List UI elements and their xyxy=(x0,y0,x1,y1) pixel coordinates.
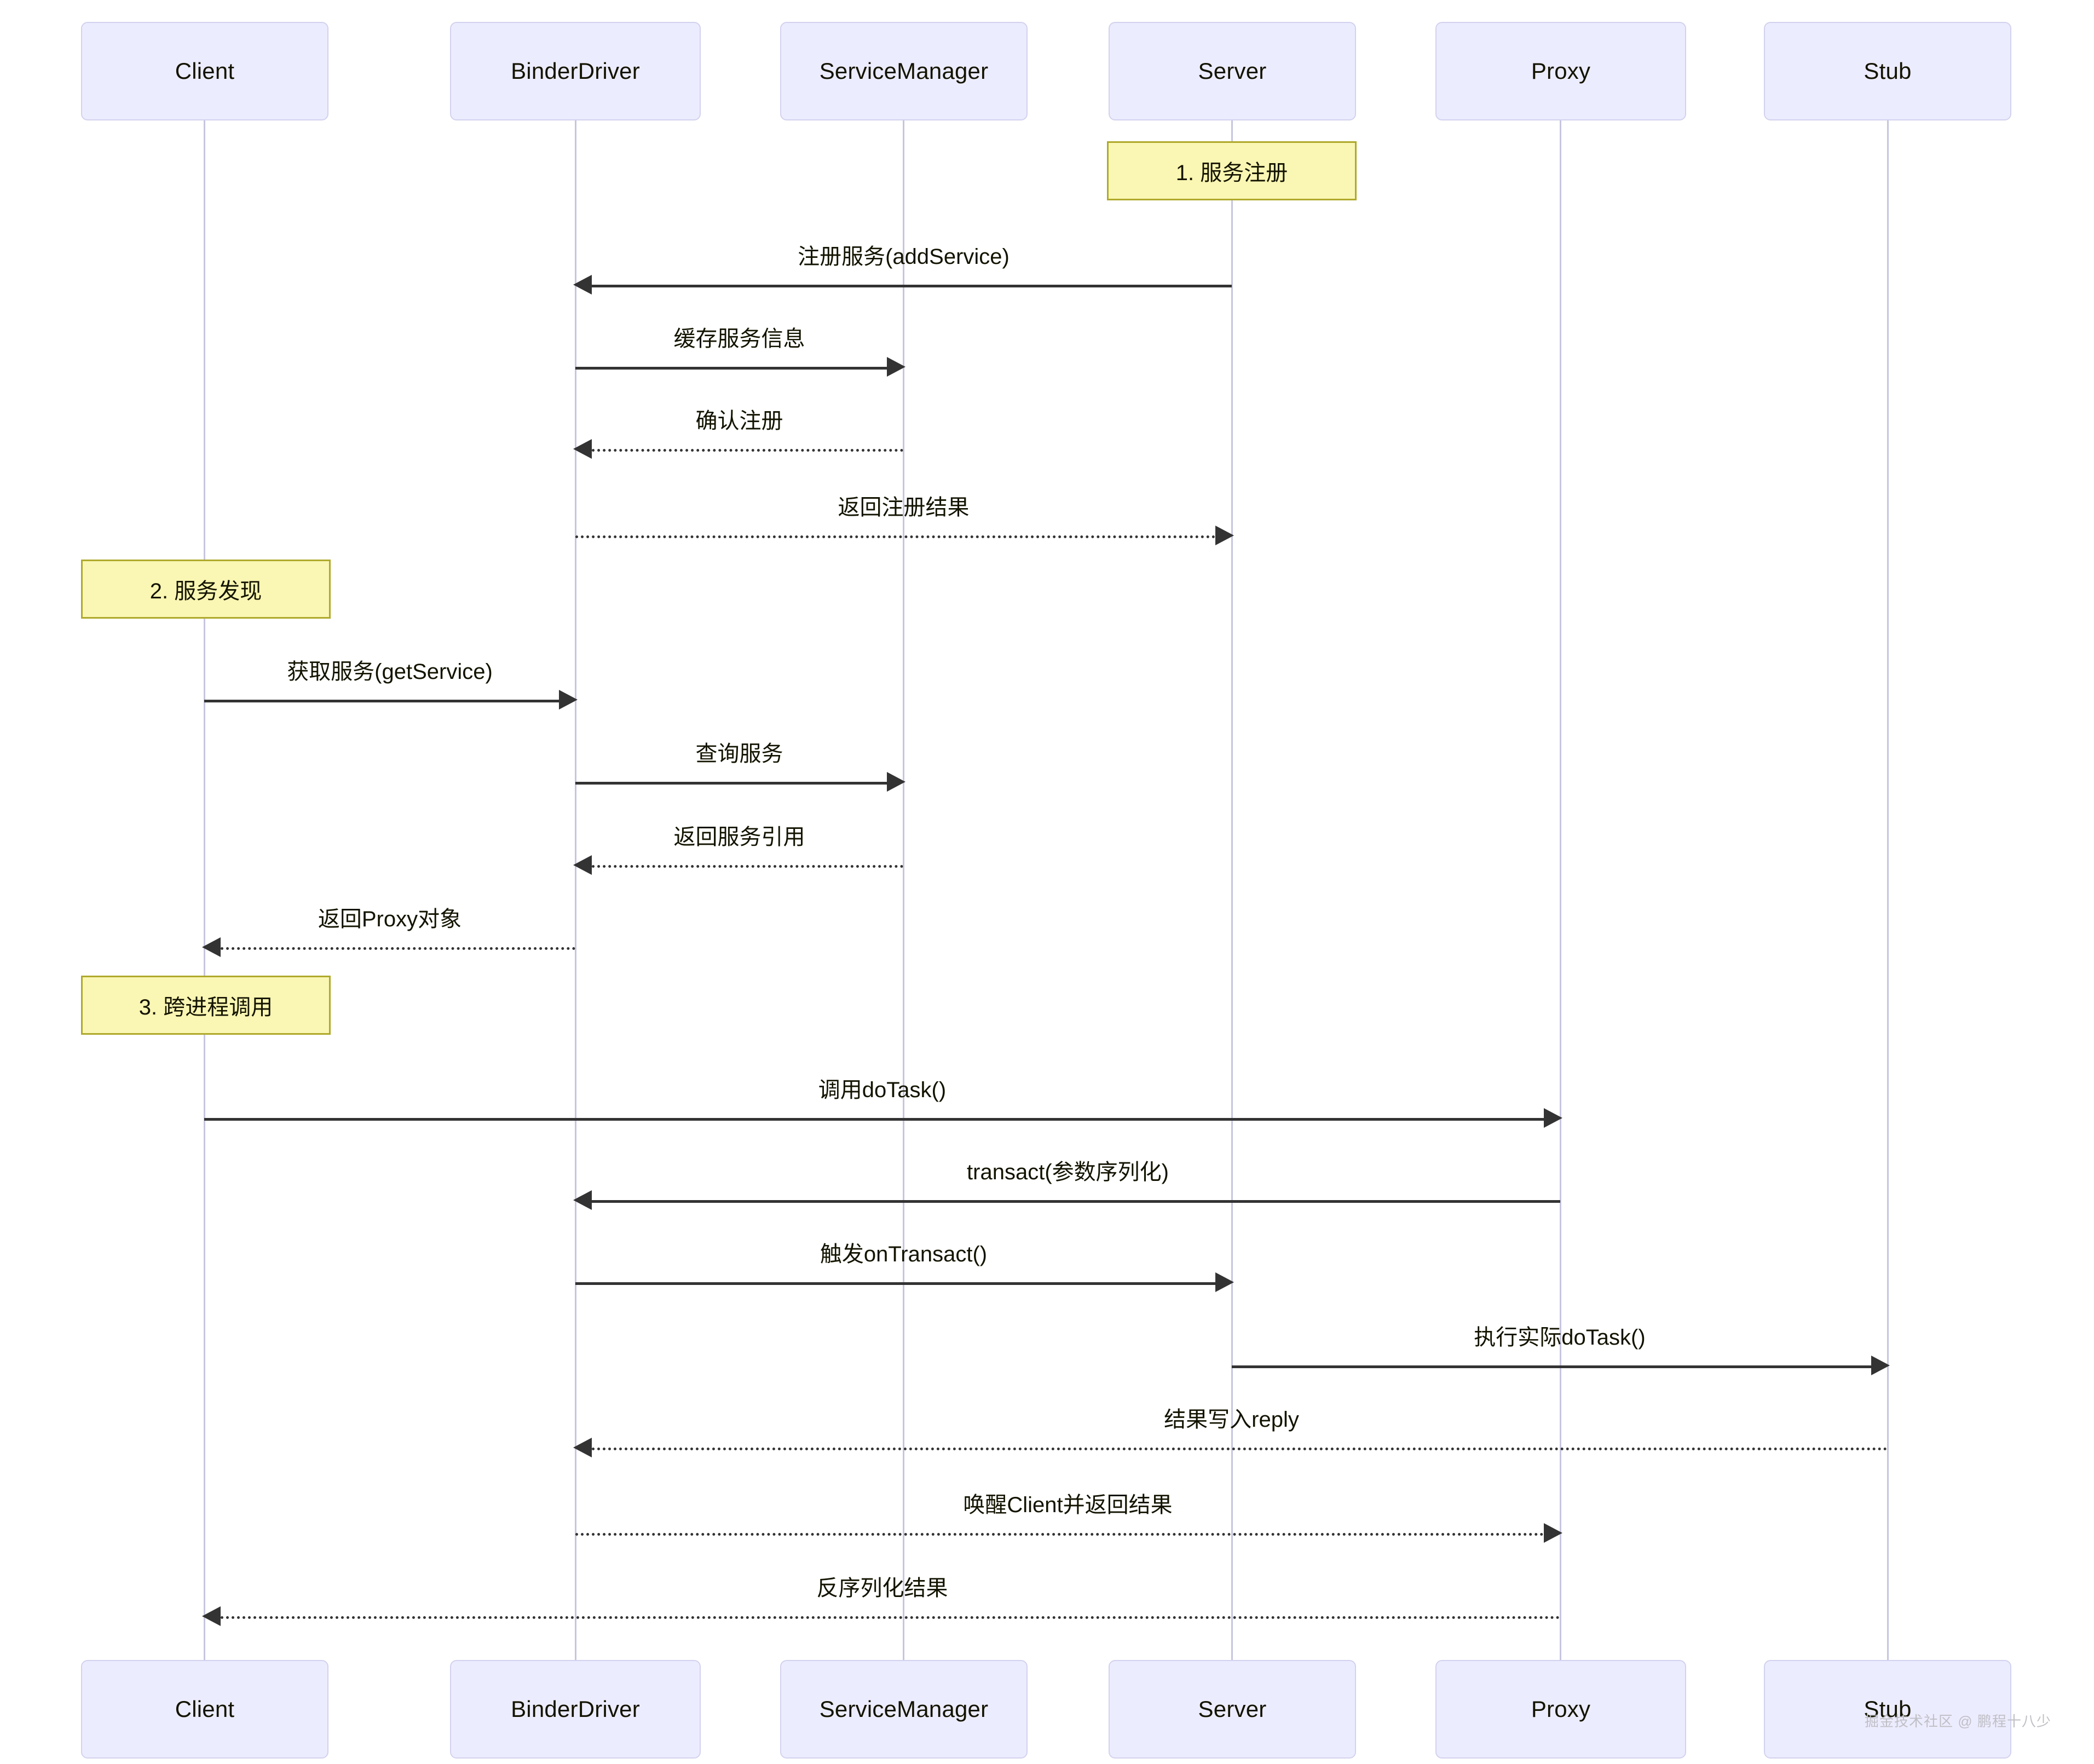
note-note-1: 1. 服务注册 xyxy=(1107,141,1357,200)
message-line-m2 xyxy=(575,367,887,370)
message-line-m1 xyxy=(592,285,1232,287)
message-label-m8: 返回Proxy对象 xyxy=(318,907,462,931)
message-line-m4 xyxy=(575,535,1215,538)
actor-header-stub[interactable]: Stub xyxy=(1764,22,2011,120)
message-arrowhead-m5 xyxy=(559,690,578,710)
message-arrowhead-m7 xyxy=(573,855,592,875)
message-label-m3: 确认注册 xyxy=(695,409,783,433)
actor-label-server: Server xyxy=(1198,58,1267,84)
message-line-m5 xyxy=(204,700,559,702)
message-arrowhead-m13 xyxy=(573,1438,592,1457)
actor-label-server: Server xyxy=(1198,1696,1267,1722)
message-line-m11 xyxy=(575,1282,1215,1285)
message-arrowhead-m9 xyxy=(1544,1108,1562,1128)
message-label-m1: 注册服务(addService) xyxy=(798,245,1009,269)
actor-header-server[interactable]: Server xyxy=(1109,22,1356,120)
message-label-m12: 执行实际doTask() xyxy=(1474,1325,1646,1350)
message-arrowhead-m15 xyxy=(202,1606,221,1626)
note-note-3: 3. 跨进程调用 xyxy=(81,976,331,1035)
actor-footer-servicemanager[interactable]: ServiceManager xyxy=(780,1660,1028,1759)
lifeline-stub xyxy=(1887,120,1889,1660)
message-arrowhead-m2 xyxy=(887,357,905,377)
message-arrowhead-m6 xyxy=(887,772,905,792)
message-label-m15: 反序列化结果 xyxy=(816,1576,948,1600)
actor-label-servicemanager: ServiceManager xyxy=(819,1696,989,1722)
message-line-m15 xyxy=(221,1616,1560,1619)
actor-label-proxy: Proxy xyxy=(1531,58,1591,84)
message-line-m8 xyxy=(221,947,575,950)
message-arrowhead-m8 xyxy=(202,937,221,957)
message-label-m2: 缓存服务信息 xyxy=(673,327,805,351)
lifeline-proxy xyxy=(1560,120,1561,1660)
actor-header-binderdriver[interactable]: BinderDriver xyxy=(450,22,701,120)
message-arrowhead-m10 xyxy=(573,1190,592,1210)
actor-header-servicemanager[interactable]: ServiceManager xyxy=(780,22,1028,120)
actor-label-client: Client xyxy=(175,58,235,84)
actor-header-client[interactable]: Client xyxy=(81,22,328,120)
actor-footer-binderdriver[interactable]: BinderDriver xyxy=(450,1660,701,1759)
message-line-m3 xyxy=(592,449,903,452)
message-arrowhead-m14 xyxy=(1544,1523,1562,1543)
message-arrowhead-m4 xyxy=(1215,526,1234,545)
message-arrowhead-m3 xyxy=(573,439,592,459)
actor-label-client: Client xyxy=(175,1696,235,1722)
actor-footer-client[interactable]: Client xyxy=(81,1660,328,1759)
message-label-m9: 调用doTask() xyxy=(818,1078,947,1102)
actor-footer-server[interactable]: Server xyxy=(1109,1660,1356,1759)
lifeline-servicemanager xyxy=(903,120,904,1660)
actor-header-proxy[interactable]: Proxy xyxy=(1435,22,1686,120)
message-line-m6 xyxy=(575,782,887,785)
actor-label-stub: Stub xyxy=(1864,58,1912,84)
actor-label-proxy: Proxy xyxy=(1531,1696,1591,1722)
message-arrowhead-m12 xyxy=(1871,1356,1890,1375)
lifeline-binderdriver xyxy=(575,120,576,1660)
message-label-m6: 查询服务 xyxy=(695,742,783,766)
message-label-m13: 结果写入reply xyxy=(1164,1408,1299,1432)
note-note-2: 2. 服务发现 xyxy=(81,560,331,619)
actor-footer-stub[interactable]: Stub xyxy=(1764,1660,2011,1759)
message-line-m14 xyxy=(575,1533,1544,1536)
message-label-m10: transact(参数序列化) xyxy=(967,1160,1169,1184)
actor-label-binderdriver: BinderDriver xyxy=(511,1696,640,1722)
lifeline-client xyxy=(204,120,205,1660)
message-label-m5: 获取服务(getService) xyxy=(287,660,493,684)
watermark-label: 掘金技术社区 @ 鹏程十八少 xyxy=(1865,1713,2051,1730)
message-label-m4: 返回注册结果 xyxy=(838,495,970,520)
message-line-m12 xyxy=(1232,1365,1871,1368)
actor-label-binderdriver: BinderDriver xyxy=(511,58,640,84)
message-label-m7: 返回服务引用 xyxy=(673,825,805,849)
message-line-m10 xyxy=(592,1200,1560,1203)
message-label-m11: 触发onTransact() xyxy=(820,1242,988,1266)
message-line-m13 xyxy=(592,1448,1888,1450)
actor-footer-proxy[interactable]: Proxy xyxy=(1435,1660,1686,1759)
message-line-m7 xyxy=(592,865,903,868)
message-label-m14: 唤醒Client并返回结果 xyxy=(963,1493,1173,1517)
message-arrowhead-m1 xyxy=(573,275,592,295)
lifeline-server xyxy=(1231,120,1233,1660)
actor-label-servicemanager: ServiceManager xyxy=(819,58,989,84)
message-line-m9 xyxy=(204,1118,1544,1121)
message-arrowhead-m11 xyxy=(1215,1272,1234,1292)
